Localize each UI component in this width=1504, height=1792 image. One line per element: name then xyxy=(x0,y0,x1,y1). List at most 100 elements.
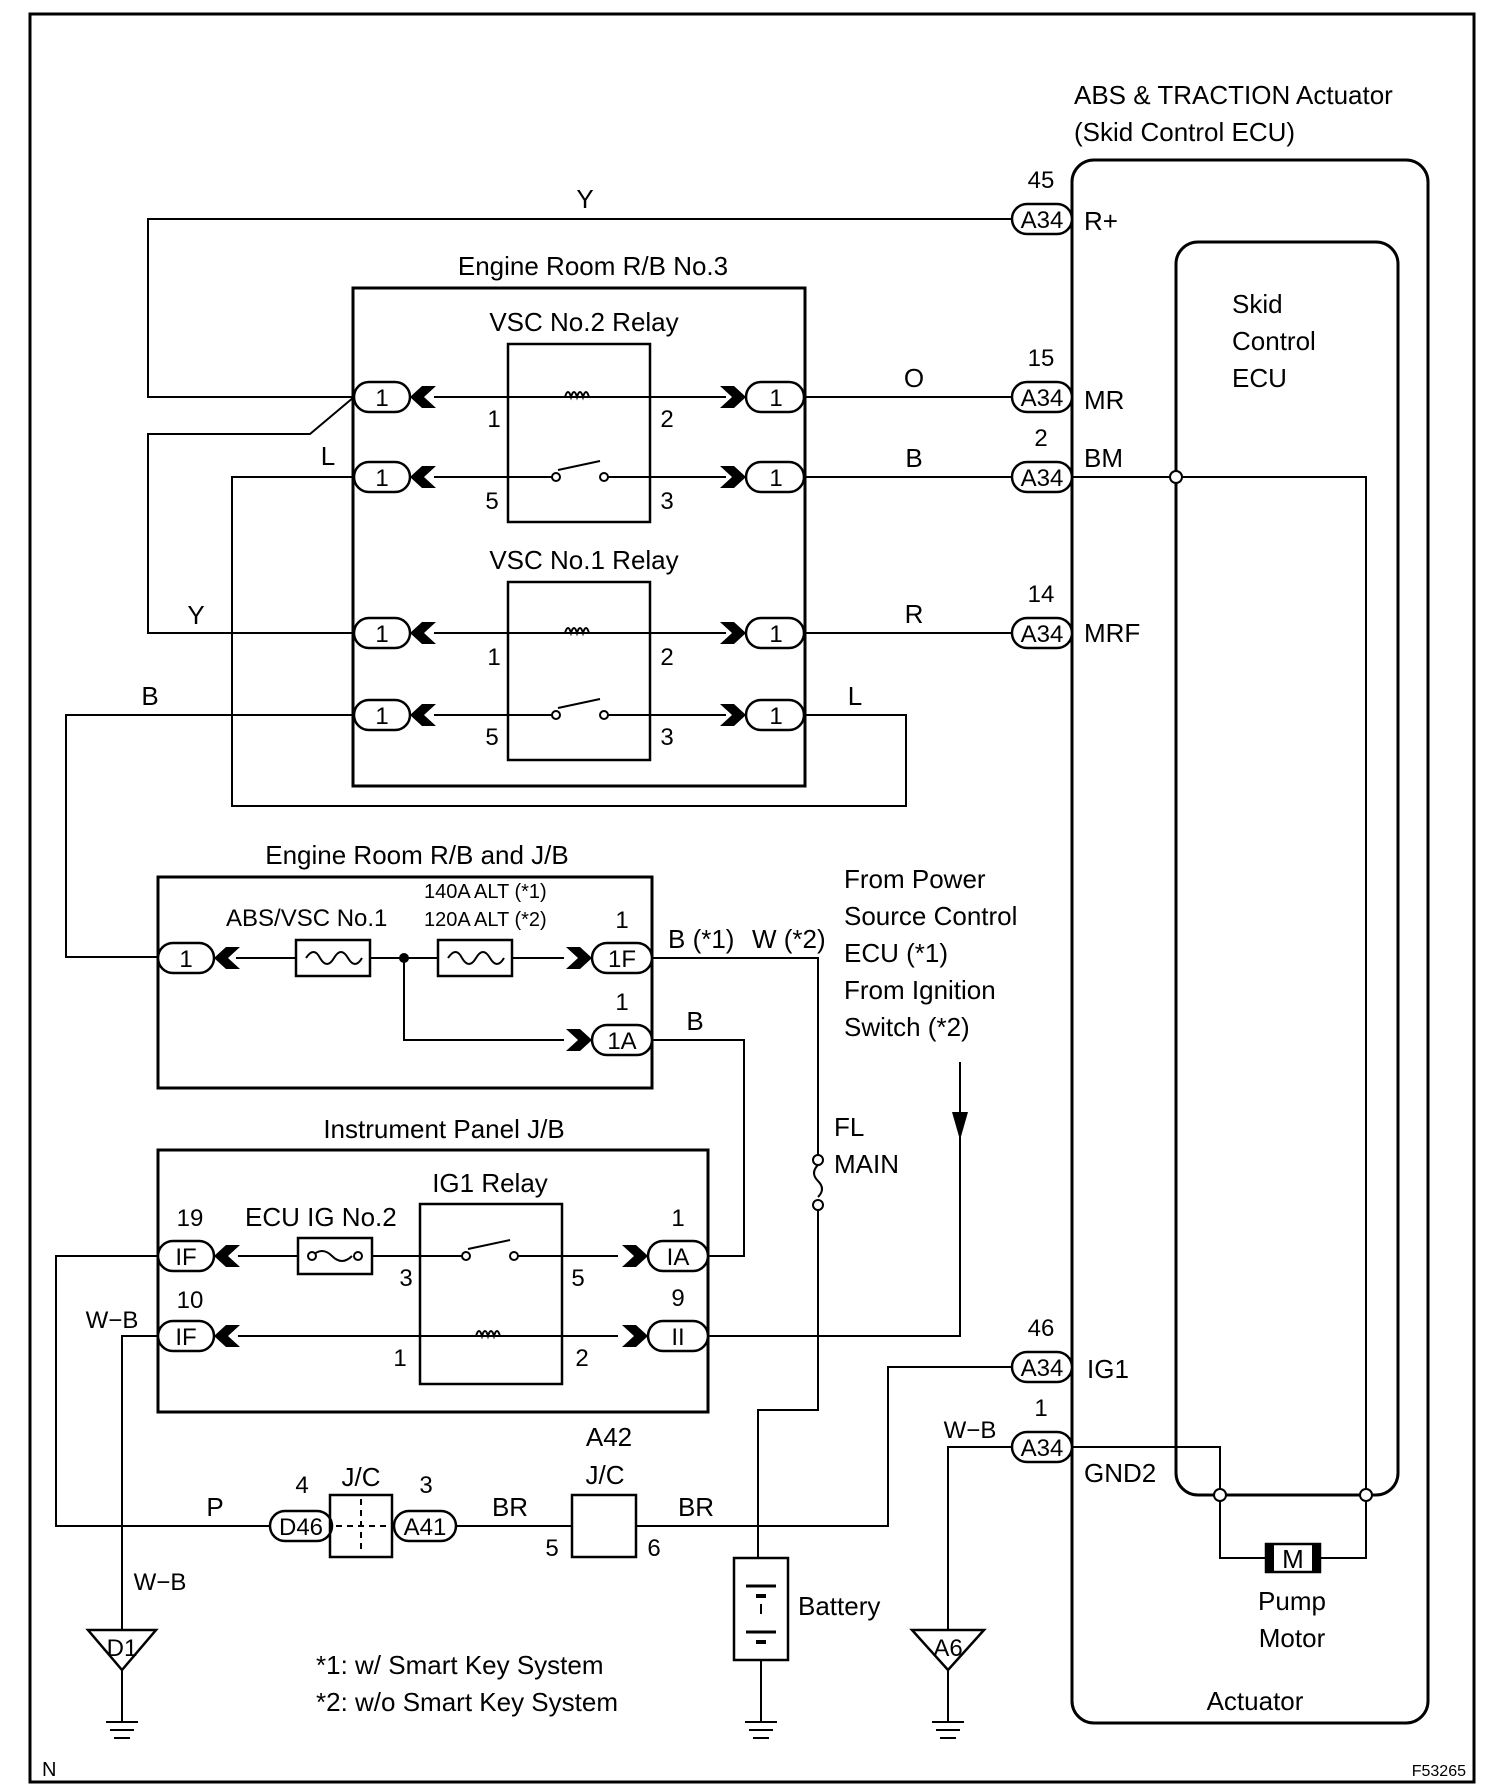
ecu-label-2: Control xyxy=(1232,326,1316,356)
relay1-pin1: 1 xyxy=(487,644,500,671)
wire-l-relay1: L xyxy=(848,681,862,711)
wire-mr-color: O xyxy=(904,363,924,393)
pin-number: 14 xyxy=(1028,581,1055,608)
pin-number: 15 xyxy=(1028,345,1055,372)
relay1-pin5: 5 xyxy=(485,724,498,751)
wire-br-left: BR xyxy=(492,1492,528,1522)
ipjb-title: Instrument Panel J/B xyxy=(323,1114,564,1144)
wire-b-1f: B (*1) xyxy=(668,924,734,954)
rb3-title: Engine Room R/B No.3 xyxy=(458,251,728,281)
relay1-title: VSC No.1 Relay xyxy=(489,545,678,575)
rb3-conn-right-2: 1 xyxy=(720,460,806,494)
conn-label: II xyxy=(671,1324,684,1351)
power-note-4: From Ignition xyxy=(844,975,996,1005)
ig1-pin2: 2 xyxy=(575,1345,588,1372)
relay1-pin3: 3 xyxy=(660,724,673,751)
rbjb-conn-1f: 1 1F xyxy=(566,907,654,975)
a34-pin-15: 15 A34 MR xyxy=(1010,345,1124,415)
fuse-alt-label-1: 140A ALT (*1) xyxy=(424,881,547,903)
jc-left: 4 J/C 3 D46 A41 xyxy=(268,1462,458,1559)
pump-motor-label-1: Pump xyxy=(1258,1586,1326,1616)
battery-icon xyxy=(732,1556,790,1662)
terminal-label: R+ xyxy=(1084,206,1118,236)
wire-l-relay2: L xyxy=(321,441,335,471)
pump-motor: M xyxy=(1264,1542,1322,1574)
conn-label: 1 xyxy=(375,703,388,730)
ground-a6-label: A6 xyxy=(933,1635,962,1662)
ig1-pin5: 5 xyxy=(571,1265,584,1292)
jc-right: A42 J/C 5 6 xyxy=(545,1422,660,1562)
wire-mrf-color: R xyxy=(905,599,924,629)
power-note-3: ECU (*1) xyxy=(844,938,948,968)
a34-pin-2: 2 A34 BM xyxy=(1010,425,1123,494)
ipjb-conn-if-top: 19 IF xyxy=(156,1205,240,1273)
pin-number: 45 xyxy=(1028,167,1055,194)
ground-a6-icon xyxy=(909,1628,987,1739)
rb3-conn-left-3: 1 xyxy=(352,616,436,650)
pin-number: 19 xyxy=(177,1205,204,1232)
wire-p: P xyxy=(206,1492,223,1522)
ecu-label-3: ECU xyxy=(1232,363,1287,393)
relay2-box xyxy=(506,342,652,524)
conn-label: 1 xyxy=(769,703,782,730)
ecu-label-1: Skid xyxy=(1232,289,1283,319)
ig1-relay-box xyxy=(418,1202,564,1386)
rb3-conn-right-3: 1 xyxy=(720,616,806,650)
power-arrow-icon xyxy=(952,1112,968,1140)
ecu-ig-fuse-label: ECU IG No.2 xyxy=(245,1202,397,1232)
ipjb-conn-if-bottom: 10 IF xyxy=(156,1287,240,1353)
conn-label: IF xyxy=(175,1244,196,1271)
rb3-conn-left-2: 1 xyxy=(352,460,436,494)
ig1-pin3: 3 xyxy=(399,1265,412,1292)
wire-wb-ground-left: W−B xyxy=(134,1569,187,1596)
relay1-box xyxy=(506,580,652,762)
ipjb-box xyxy=(156,1148,710,1414)
conn-label: IA xyxy=(667,1244,690,1271)
corner-n: N xyxy=(42,1759,56,1781)
skid-ecu-box xyxy=(1174,240,1400,1497)
terminal-label: IG1 xyxy=(1087,1354,1129,1384)
pin-number: 1 xyxy=(615,907,628,934)
pin-number: 9 xyxy=(671,1285,684,1312)
rbjb-title: Engine Room R/B and J/B xyxy=(265,840,569,870)
rbjb-conn-1a: 1 1A xyxy=(566,989,654,1057)
jc-left-label: J/C xyxy=(342,1462,381,1492)
relay2-pin5: 5 xyxy=(485,488,498,515)
relay2-pin3: 3 xyxy=(660,488,673,515)
wire-y-top: Y xyxy=(576,184,593,214)
conn-label: 1 xyxy=(375,621,388,648)
conn-label: 1A xyxy=(607,1028,636,1055)
jc-conn-d46: D46 xyxy=(279,1514,323,1541)
power-note-5: Switch (*2) xyxy=(844,1012,970,1042)
footnote-2: *2: w/o Smart Key System xyxy=(316,1687,618,1717)
wire-br-right: BR xyxy=(678,1492,714,1522)
conn-label: 1 xyxy=(769,385,782,412)
connector-label: A34 xyxy=(1021,465,1064,492)
conn-label: IF xyxy=(175,1324,196,1351)
ig1-relay-title: IG1 Relay xyxy=(432,1168,548,1198)
rb3-box xyxy=(351,286,807,788)
jc-right-pin6: 6 xyxy=(647,1535,660,1562)
jc-right-label: J/C xyxy=(586,1460,625,1490)
relay2-title: VSC No.2 Relay xyxy=(489,307,678,337)
conn-label: 1F xyxy=(608,946,636,973)
wire-w-1f: W (*2) xyxy=(752,924,826,954)
terminal-label: GND2 xyxy=(1084,1458,1156,1488)
jc-left-pin3: 3 xyxy=(419,1472,432,1499)
jc-right-a42: A42 xyxy=(586,1422,632,1452)
a34-pin-46: 46 A34 IG1 xyxy=(1010,1315,1129,1384)
wire-y-relay1: Y xyxy=(187,600,204,630)
wire-b-left: B xyxy=(141,681,158,711)
motor-symbol: M xyxy=(1282,1544,1304,1574)
terminal-label: BM xyxy=(1084,443,1123,473)
actuator-title-2: (Skid Control ECU) xyxy=(1074,117,1295,147)
conn-label: 1 xyxy=(769,465,782,492)
power-note-1: From Power xyxy=(844,864,986,894)
figure-code: F53265 xyxy=(1412,1763,1466,1780)
battery-label: Battery xyxy=(798,1591,880,1621)
wire-bm-color: B xyxy=(905,443,922,473)
ground-d1-label: D1 xyxy=(107,1635,138,1662)
terminal-label: MR xyxy=(1084,385,1124,415)
conn-label: 1 xyxy=(375,465,388,492)
